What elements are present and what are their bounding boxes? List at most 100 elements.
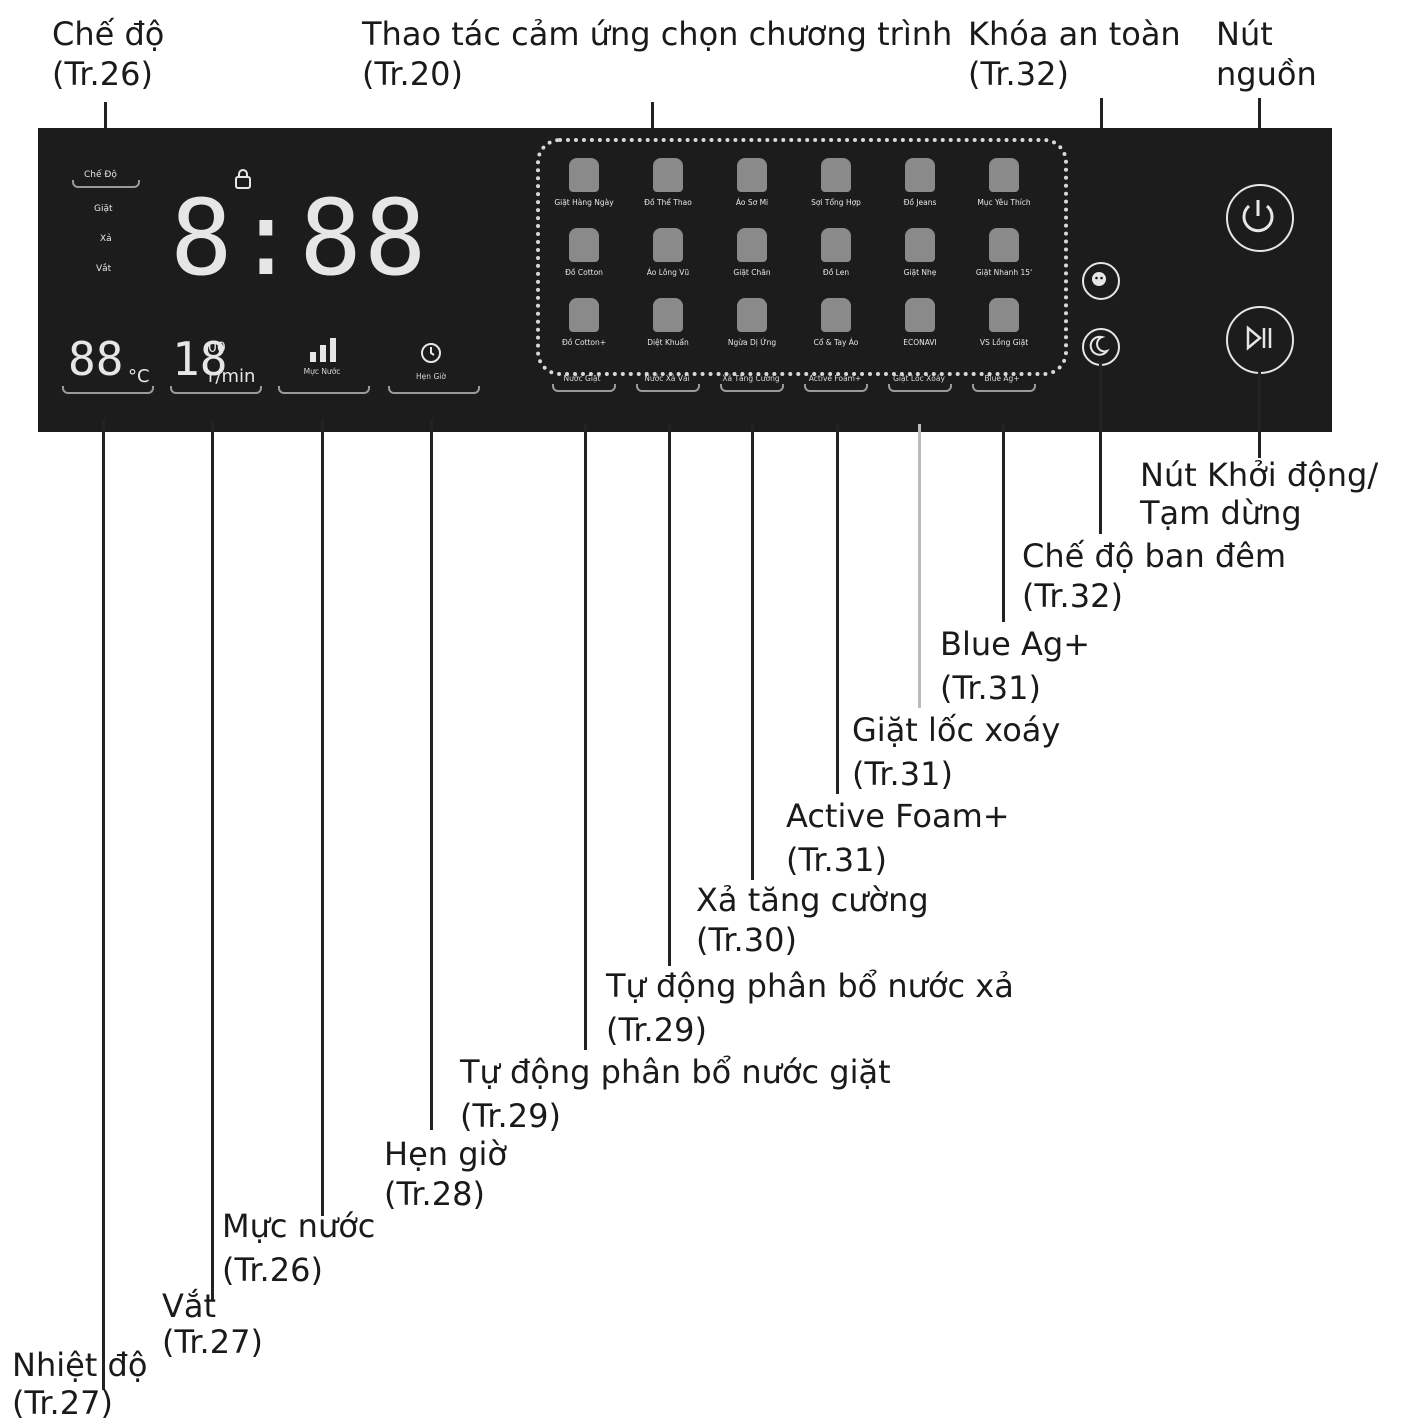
garment-icon (569, 158, 599, 192)
program-label: Sợi Tổng Hợp (811, 198, 861, 207)
opt-xa-tang-cuong[interactable]: Xả Tăng Cường (722, 374, 780, 383)
label-xa-tang-cuong: Xả tăng cường (Tr.30) (696, 881, 929, 959)
program-label: VS Lồng Giặt (979, 338, 1029, 347)
program-label: Áo Sơ Mi (735, 198, 769, 207)
spin-bracket (170, 386, 262, 394)
mode-bracket (72, 180, 140, 188)
opt-bracket-2 (636, 384, 700, 392)
control-panel: Chế Độ Giặt Xả Vắt 8:88 88 °C 18 00 r/mi… (38, 128, 1332, 432)
program-button[interactable]: Giặt Hàng Ngày (544, 158, 624, 207)
program-button[interactable]: Diệt Khuẩn (628, 298, 708, 347)
program-button[interactable]: Áo Lông Vũ (628, 228, 708, 277)
temp-display: 88 (68, 332, 124, 386)
program-button[interactable]: Áo Sơ Mi (712, 158, 792, 207)
timer-bracket (388, 386, 480, 394)
night-mode-icon (1089, 335, 1110, 356)
program-label: Ngừa Dị Ứng (727, 338, 777, 347)
mode-vat: Vắt (96, 264, 112, 274)
leader-nhiet-do (102, 420, 105, 1390)
opt-nuoc-giat[interactable]: Nước Giặt (563, 374, 601, 383)
leader-ban-dem (1099, 362, 1102, 534)
program-label: Đồ Len (822, 268, 850, 277)
leader-che-do (104, 102, 107, 150)
program-button[interactable]: Giặt Nhanh 15' (964, 228, 1044, 277)
lock-icon (235, 169, 251, 189)
mode-xa: Xả (100, 234, 112, 244)
program-button[interactable]: Đồ Len (796, 228, 876, 277)
spin-display: 18 (172, 332, 228, 386)
power-button[interactable] (1226, 184, 1294, 252)
program-label: Đồ Thể Thao (644, 198, 692, 207)
label-khoa-an-toan: Khóa an toàn (Tr.32) (968, 15, 1181, 93)
program-button[interactable]: ECONAVI (880, 298, 960, 347)
program-label: Đồ Jeans (903, 198, 937, 207)
program-button[interactable]: Ngừa Dị Ứng (712, 298, 792, 347)
label-che-do: Chế độ (Tr.26) (52, 15, 165, 93)
leader-active-foam (836, 424, 839, 794)
garment-icon (737, 158, 767, 192)
program-label: ECONAVI (903, 338, 937, 347)
program-button[interactable]: Giặt Nhẹ (880, 228, 960, 277)
label-nut-nguon: Nút nguồn (1216, 15, 1317, 93)
garment-icon (653, 298, 683, 332)
garment-icon (989, 228, 1019, 262)
garment-icon (905, 158, 935, 192)
garment-icon (737, 228, 767, 262)
label-vat: Vắt (Tr.27) (162, 1287, 263, 1361)
night-mode-button[interactable] (1082, 328, 1120, 366)
label-blue-ag: Blue Ag+ (Tr.31) (940, 625, 1090, 707)
program-label: Giặt Nhanh 15' (975, 268, 1033, 277)
opt-active-foam[interactable]: Active Foam+ (808, 374, 862, 383)
leader-blue-ag (1002, 424, 1005, 622)
garment-icon (569, 298, 599, 332)
program-button[interactable]: VS Lồng Giặt (964, 298, 1044, 347)
label-loc-xoay: Giặt lốc xoáy (Tr.31) (852, 711, 1061, 793)
opt-bracket-3 (720, 384, 784, 392)
timer-label[interactable]: Hẹn Giờ (416, 372, 446, 381)
child-lock-icon (1092, 272, 1106, 286)
program-label: Đồ Cotton (565, 268, 603, 277)
program-button[interactable]: Giặt Chăn (712, 228, 792, 277)
garment-icon (821, 158, 851, 192)
start-pause-button[interactable] (1226, 306, 1294, 374)
program-button[interactable]: Mục Yêu Thích (964, 158, 1044, 207)
program-label: Đồ Cotton+ (561, 338, 607, 347)
water-bracket (278, 386, 370, 394)
power-icon (1242, 200, 1274, 233)
child-lock-button[interactable] (1082, 262, 1120, 300)
garment-icon (569, 228, 599, 262)
program-button[interactable]: Sợi Tổng Hợp (796, 158, 876, 207)
garment-icon (905, 228, 935, 262)
spin-unit: r/min (208, 366, 256, 387)
water-label[interactable]: Mực Nước (303, 367, 341, 376)
program-label: Áo Lông Vũ (646, 268, 690, 277)
program-button[interactable]: Đồ Cotton (544, 228, 624, 277)
temp-bracket (62, 386, 154, 394)
mode-header[interactable]: Chế Độ (84, 170, 117, 180)
opt-bracket-1 (552, 384, 616, 392)
label-nuoc-giat: Tự động phân bổ nước giặt (Tr.29) (460, 1053, 891, 1135)
program-button[interactable]: Đồ Cotton+ (544, 298, 624, 347)
opt-blue-ag[interactable]: Blue Ag+ (984, 374, 1020, 383)
opt-bracket-5 (888, 384, 952, 392)
play-pause-icon (1246, 325, 1272, 351)
leader-loc-xoay (918, 424, 921, 708)
program-button[interactable]: Cổ & Tay Áo (796, 298, 876, 347)
leader-hen-gio (430, 420, 433, 1130)
signal-bars-icon (310, 338, 336, 362)
time-display: 8:88 (170, 177, 429, 299)
program-button[interactable]: Đồ Thể Thao (628, 158, 708, 207)
label-nuoc-xa: Tự động phân bổ nước xả (Tr.29) (606, 967, 1014, 1049)
leader-khoi-dong (1258, 372, 1261, 458)
leader-nguon (1258, 98, 1261, 138)
program-button[interactable]: Đồ Jeans (880, 158, 960, 207)
label-active-foam: Active Foam+ (Tr.31) (786, 797, 1010, 879)
garment-icon (821, 298, 851, 332)
leader-nuoc-giat (584, 424, 587, 1050)
opt-bracket-6 (972, 384, 1036, 392)
opt-nuoc-xa-vai[interactable]: Nước Xả Vải (644, 374, 690, 383)
leader-muc-nuoc (321, 420, 324, 1216)
label-hen-gio: Hẹn giờ (Tr.28) (384, 1135, 507, 1213)
opt-giat-loc-xoay[interactable]: Giặt Lốc Xoáy (893, 374, 945, 383)
garment-icon (653, 158, 683, 192)
